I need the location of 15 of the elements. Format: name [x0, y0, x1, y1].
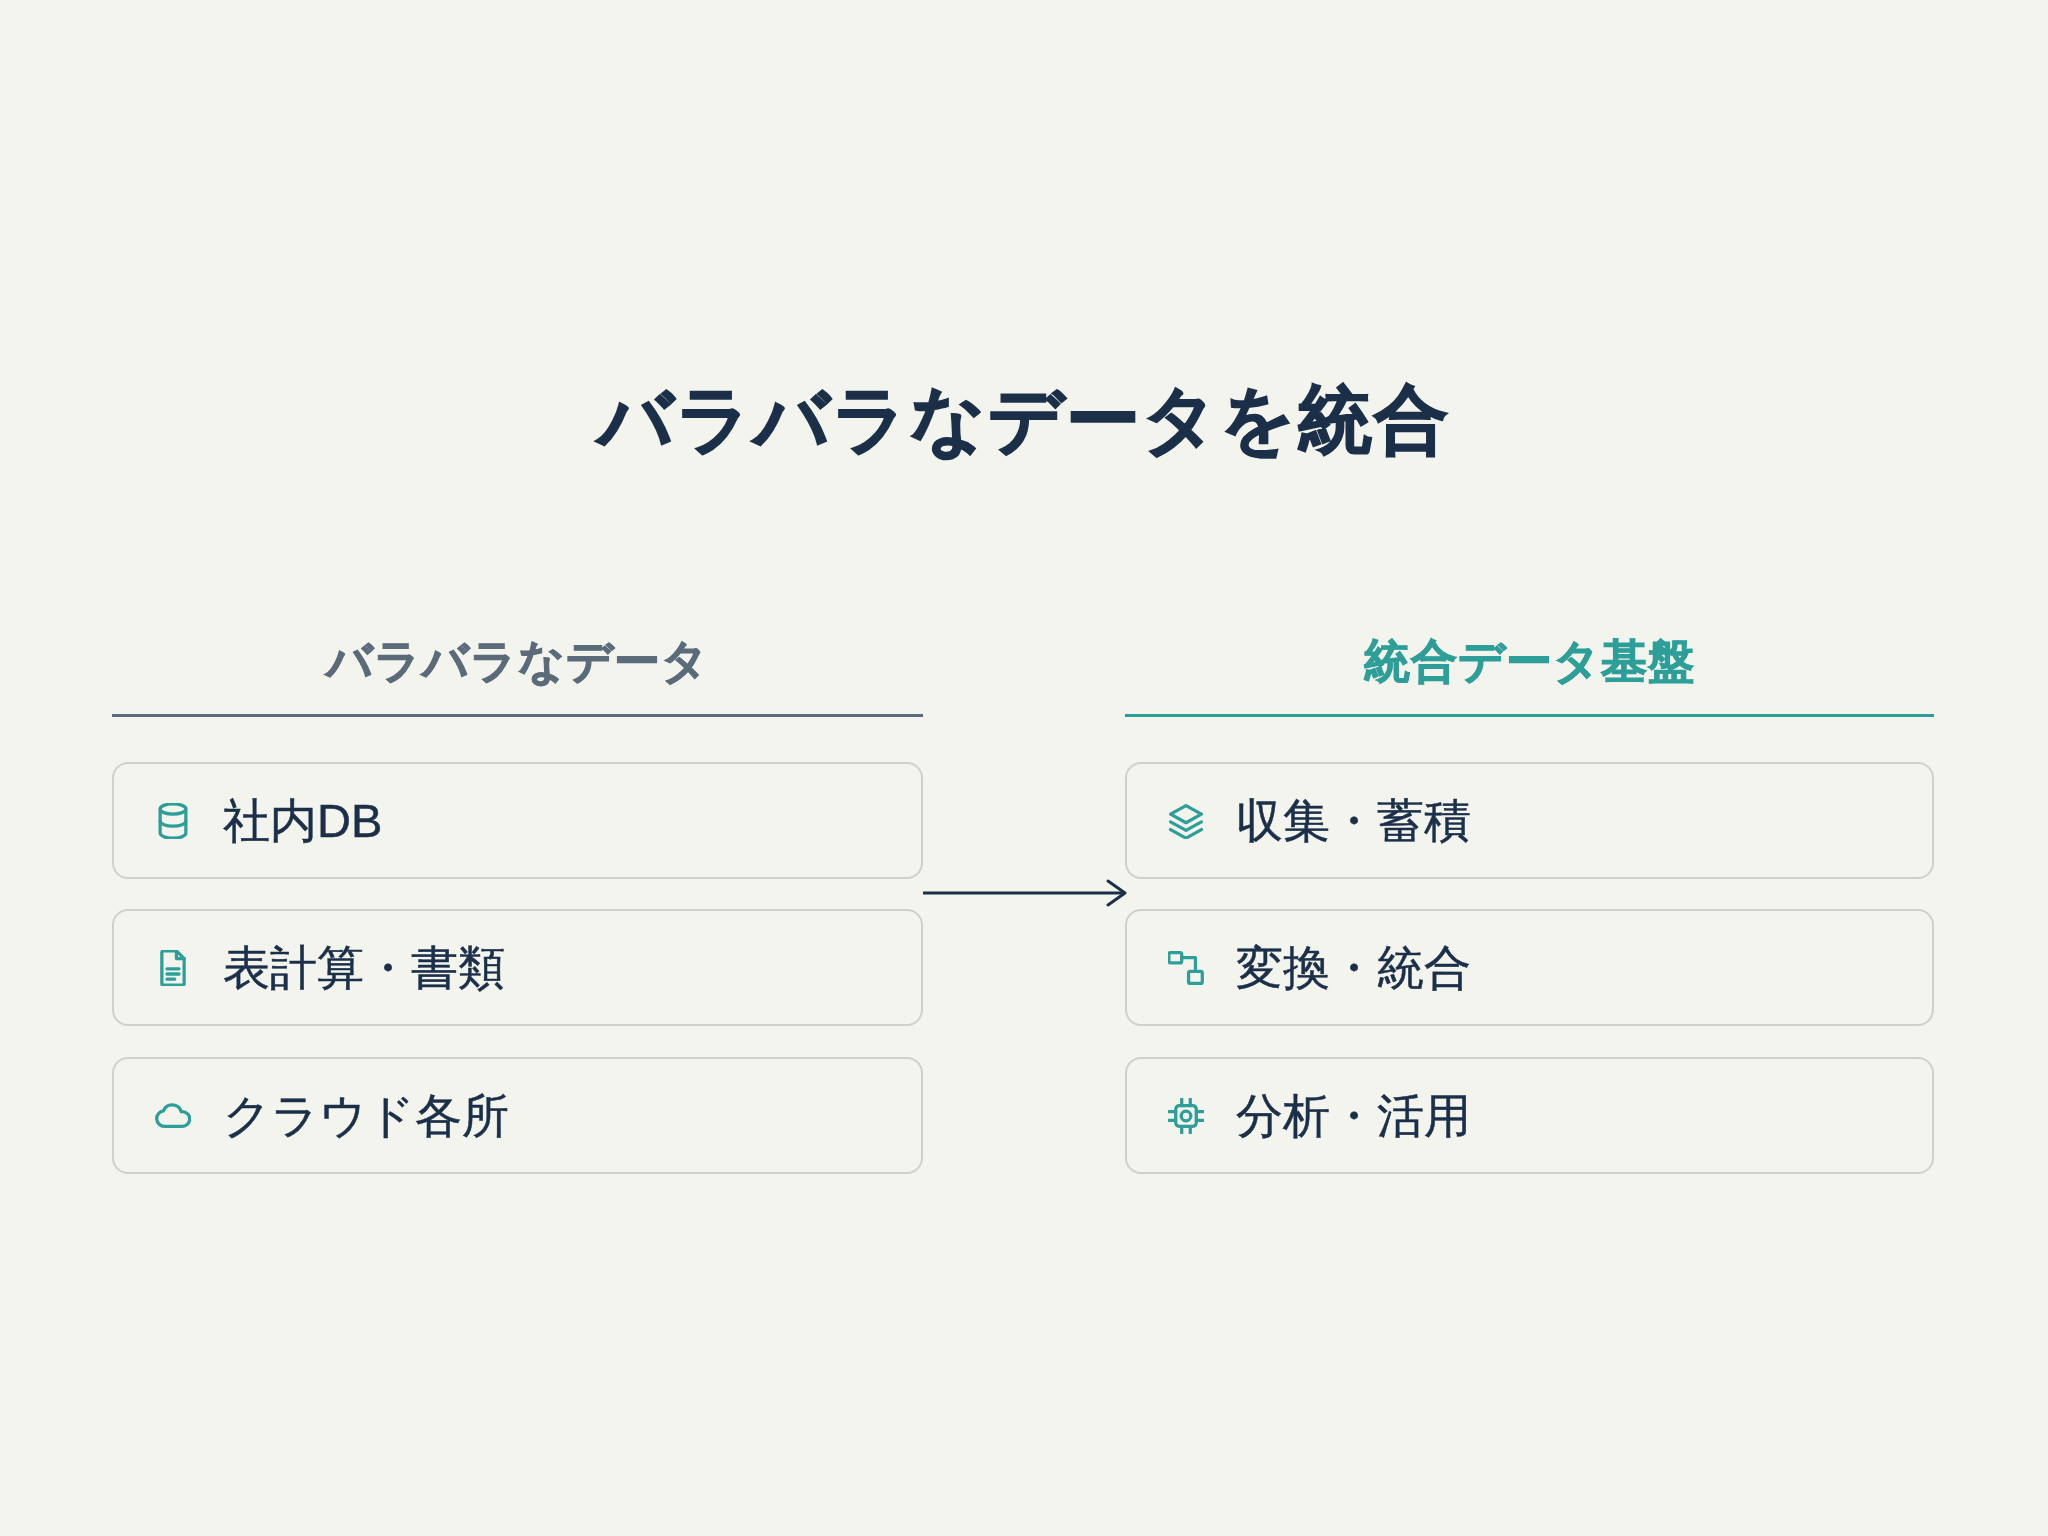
list-item-card — [1125, 1057, 1934, 1174]
item-label: 分析・活用 — [1236, 1088, 1471, 1144]
item-label: 表計算・書類 — [223, 940, 505, 996]
column-heading: 統合データ基盤 — [1364, 635, 1695, 687]
list-item-card — [1125, 762, 1934, 879]
item-label: 収集・蓄積 — [1236, 793, 1471, 849]
item-label: 社内DB — [223, 793, 383, 849]
list-item-card — [112, 762, 923, 879]
list-item-card — [112, 1057, 923, 1174]
item-label: 変換・統合 — [1236, 940, 1471, 996]
list-item-card — [1125, 909, 1934, 1026]
arrow — [923, 879, 1127, 907]
column-heading: バラバラなデータ — [326, 635, 709, 687]
list-item-card — [112, 909, 923, 1026]
item-label: クラウド各所 — [223, 1088, 509, 1144]
